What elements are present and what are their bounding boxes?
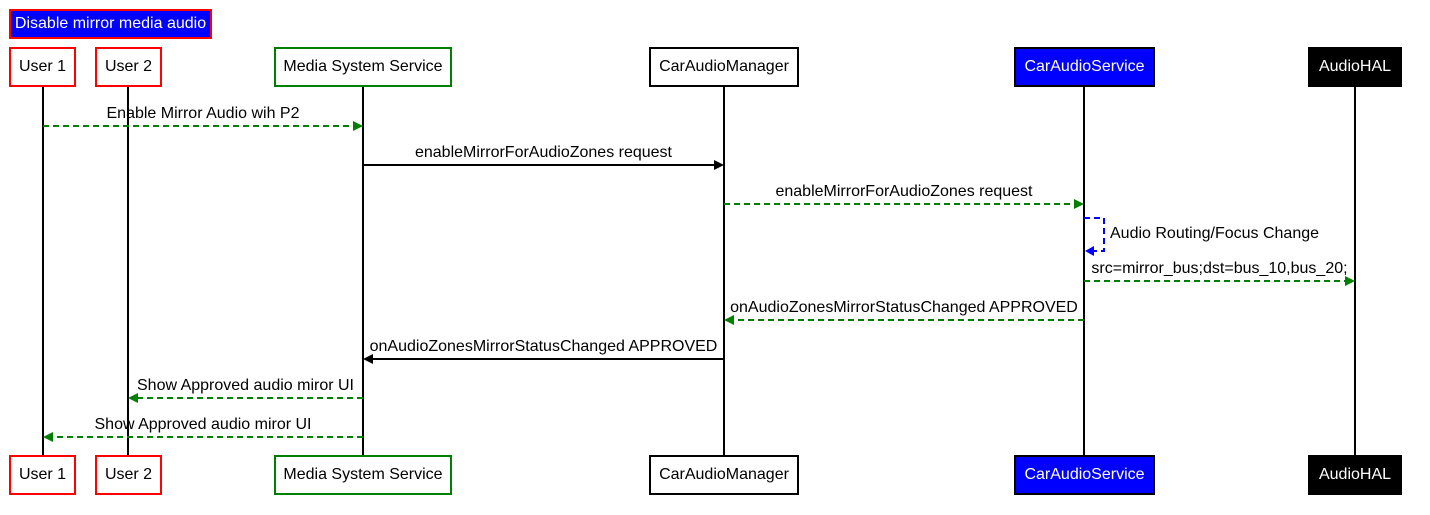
participant-user1-bottom: User 1 [9, 455, 76, 495]
participant-mss-top: Media System Service [274, 47, 452, 87]
message-4: Audio Routing/Focus Change [1084, 217, 1319, 256]
participant-user2-bottom: User 2 [95, 455, 162, 495]
arrowhead [353, 121, 363, 131]
message-label: onAudioZonesMirrorStatusChanged APPROVED [730, 299, 1078, 316]
participant-cas-top: CarAudioService [1014, 47, 1155, 87]
message-label: onAudioZonesMirrorStatusChanged APPROVED [370, 338, 718, 355]
participant-hal-top: AudioHAL [1308, 47, 1402, 87]
arrowhead [128, 393, 138, 403]
arrowhead [363, 354, 373, 364]
message-label: Audio Routing/Focus Change [1110, 225, 1319, 242]
message-9: Show Approved audio miror UI [43, 416, 363, 442]
participant-cas-bottom: CarAudioService [1014, 455, 1155, 495]
participant-cam-top: CarAudioManager [649, 47, 799, 87]
participant-user1-top: User 1 [9, 47, 76, 87]
message-3: enableMirrorForAudioZones request [724, 183, 1084, 209]
arrowhead [43, 432, 53, 442]
message-label: enableMirrorForAudioZones request [415, 144, 673, 161]
message-2: enableMirrorForAudioZones request [363, 144, 724, 170]
message-1: Enable Mirror Audio wih P2 [43, 105, 363, 131]
arrowhead [1085, 246, 1094, 256]
participant-cam-bottom: CarAudioManager [649, 455, 799, 495]
arrowhead [1345, 276, 1355, 286]
participant-user2-top: User 2 [95, 47, 162, 87]
message-8: Show Approved audio miror UI [128, 377, 363, 403]
arrowhead [1074, 199, 1084, 209]
arrowhead [724, 315, 734, 325]
message-6: onAudioZonesMirrorStatusChanged APPROVED [724, 299, 1084, 325]
message-label: src=mirror_bus;dst=bus_10,bus_20; [1091, 260, 1347, 277]
message-5: src=mirror_bus;dst=bus_10,bus_20; [1084, 260, 1355, 286]
participant-hal-bottom: AudioHAL [1308, 455, 1402, 495]
message-label: Show Approved audio miror UI [95, 416, 312, 433]
arrowhead [714, 160, 724, 170]
message-line [1084, 217, 1105, 252]
diagram-title: Disable mirror media audio [9, 9, 212, 39]
message-label: enableMirrorForAudioZones request [775, 183, 1033, 200]
message-label: Enable Mirror Audio wih P2 [107, 105, 300, 122]
message-7: onAudioZonesMirrorStatusChanged APPROVED [363, 338, 724, 364]
participant-mss-bottom: Media System Service [274, 455, 452, 495]
message-label: Show Approved audio miror UI [137, 377, 354, 394]
